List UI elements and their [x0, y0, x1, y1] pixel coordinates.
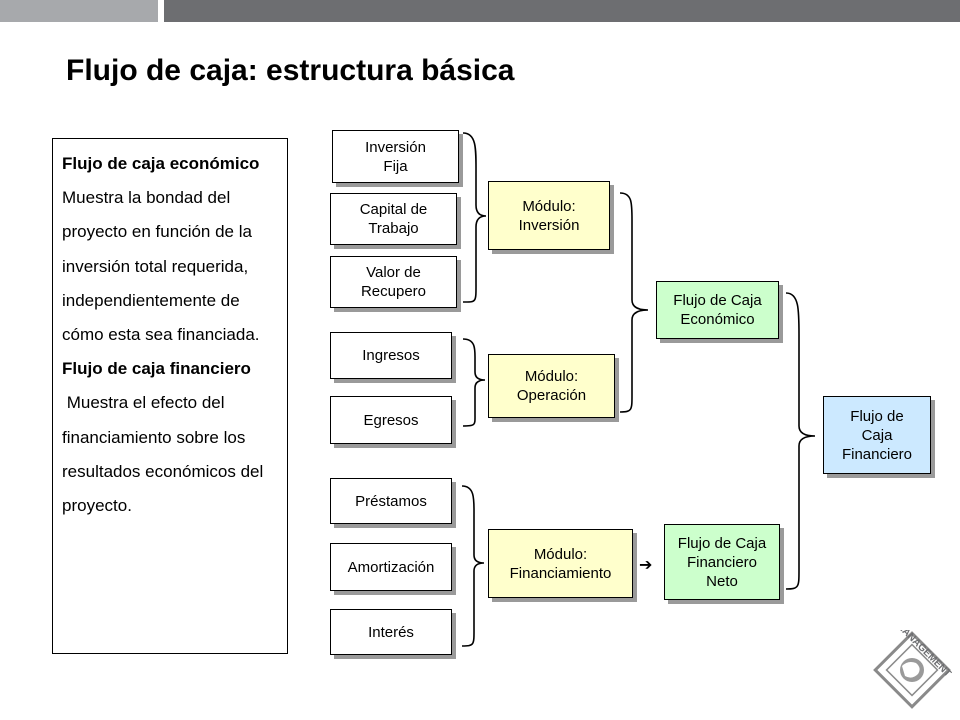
flow-economico: Flujo de Caja Económico: [656, 281, 779, 339]
financiero-heading: Flujo de caja financiero: [62, 359, 251, 379]
header-bar-left: [0, 0, 158, 22]
bracket-financiero: [785, 292, 816, 590]
bracket-economico: [619, 192, 649, 413]
module-operacion: Módulo: Operación: [488, 354, 615, 418]
box-egresos: Egresos: [330, 396, 452, 444]
box-inversion-fija: Inversión Fija: [332, 130, 459, 183]
box-valor-recupero: Valor de Recupero: [330, 256, 457, 308]
bracket-operacion: [462, 338, 486, 427]
box-amortizacion: Amortización: [330, 543, 452, 591]
header-bar-right: [164, 0, 960, 22]
financiero-description: Muestra el efecto del financiamiento sob…: [62, 393, 269, 516]
arrow-right-icon: ➔: [639, 557, 653, 574]
explanation-panel: Flujo de caja económico Muestra la bonda…: [52, 138, 288, 654]
bracket-inversion: [462, 132, 487, 303]
flow-financiero-neto: Flujo de Caja Financiero Neto: [664, 524, 780, 600]
box-ingresos: Ingresos: [330, 332, 452, 379]
caid-logo: CAID MANAGEMENT: [873, 630, 952, 709]
economico-description: Muestra la bondad del proyecto en funció…: [62, 188, 260, 345]
module-financiamiento: Módulo: Financiamiento: [488, 529, 633, 598]
flow-financiero: Flujo de Caja Financiero: [823, 396, 931, 474]
box-interes: Interés: [330, 609, 452, 655]
bracket-financiamiento: [461, 485, 485, 647]
slide-title: Flujo de caja: estructura básica: [66, 54, 515, 87]
box-prestamos: Préstamos: [330, 478, 452, 524]
module-inversion: Módulo: Inversión: [488, 181, 610, 250]
box-capital-trabajo: Capital de Trabajo: [330, 193, 457, 245]
economico-heading: Flujo de caja económico: [62, 154, 260, 173]
